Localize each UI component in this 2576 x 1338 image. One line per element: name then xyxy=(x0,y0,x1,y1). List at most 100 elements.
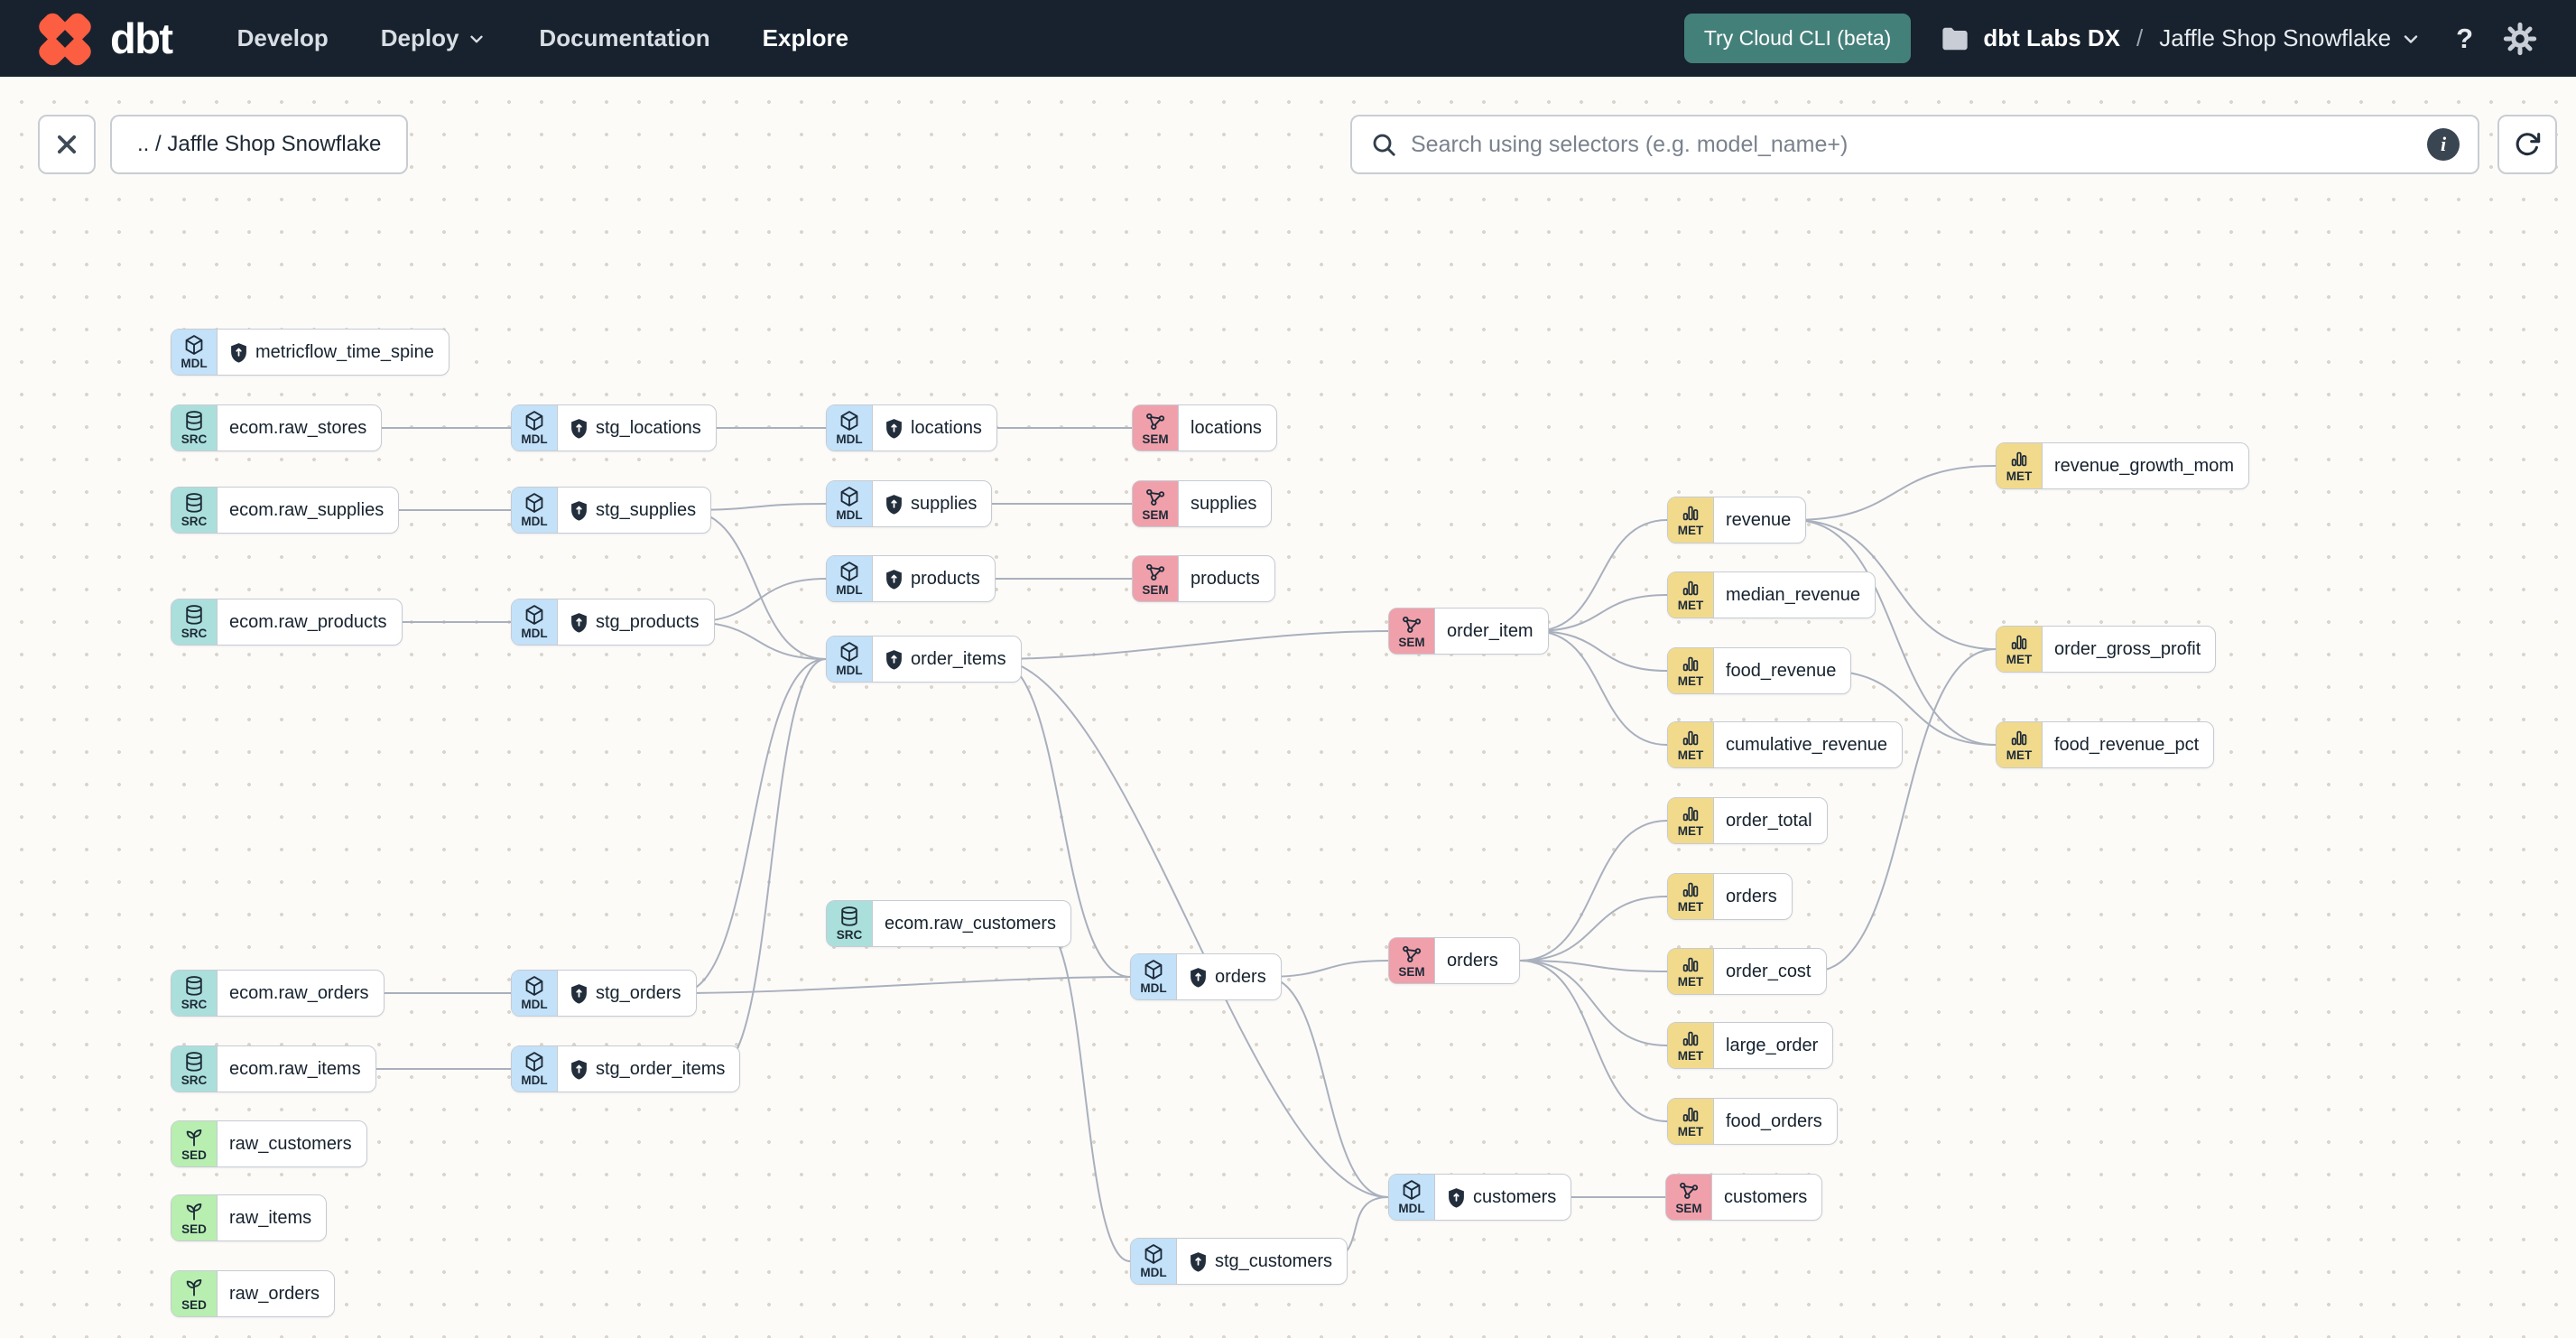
node-food_orders[interactable]: MET food_orders xyxy=(1667,1098,1838,1145)
model-icon: MDL xyxy=(1131,1239,1177,1284)
seed-icon: SED xyxy=(171,1195,218,1240)
lineage-canvas[interactable]: .. / Jaffle Shop Snowflake i MDLmetricfl… xyxy=(0,77,2576,1338)
metric-icon: MET xyxy=(1668,874,1714,919)
nav-documentation[interactable]: Documentation xyxy=(539,24,710,51)
node-order_items[interactable]: MDL order_items xyxy=(826,636,1022,683)
chevron-down-icon xyxy=(470,35,484,42)
node-label: stg_locations xyxy=(596,417,701,438)
refresh-button[interactable] xyxy=(2497,115,2557,174)
metric-icon: MET xyxy=(1668,572,1714,618)
edge-orders_sem-to-large_order xyxy=(1519,960,1668,1046)
edge-orders_sem-to-order_total xyxy=(1519,820,1668,962)
node-order_cost[interactable]: MET order_cost xyxy=(1667,948,1827,995)
shield-icon xyxy=(885,569,903,590)
node-label: order_cost xyxy=(1726,961,1812,981)
metric-icon: MET xyxy=(1668,1099,1714,1144)
node-order_item_sem[interactable]: SEM order_item xyxy=(1388,608,1549,655)
project-switcher[interactable]: Jaffle Shop Snowflake xyxy=(2159,24,2422,52)
shield-icon xyxy=(570,418,588,439)
edge-ecom_raw_customers-to-stg_customers xyxy=(1039,923,1131,1262)
nav-develop[interactable]: Develop xyxy=(236,24,329,51)
metric-icon: MET xyxy=(1997,627,2043,672)
shield-icon xyxy=(570,612,588,633)
metric-icon: MET xyxy=(1668,949,1714,994)
shield-icon xyxy=(570,500,588,521)
node-orders_met[interactable]: MET orders xyxy=(1667,873,1793,920)
node-label: order_item xyxy=(1447,620,1534,641)
nav-deploy[interactable]: Deploy xyxy=(381,24,487,52)
model-icon: MDL xyxy=(827,481,873,526)
shield-icon xyxy=(1447,1187,1466,1208)
source-icon: SRC xyxy=(171,488,218,533)
account-name[interactable]: dbt Labs DX xyxy=(1983,24,2121,51)
node-products_sem[interactable]: SEM products xyxy=(1132,555,1275,602)
gear-icon[interactable] xyxy=(2502,21,2538,57)
edge-order_items-to-customers_mdl xyxy=(993,658,1389,1198)
close-icon xyxy=(58,135,76,153)
semantic-model-icon: SEM xyxy=(1389,938,1435,983)
help-button[interactable]: ? xyxy=(2456,22,2473,54)
node-ecom_raw_supplies[interactable]: SRC ecom.raw_supplies xyxy=(171,487,400,534)
shield-icon xyxy=(885,494,903,515)
model-icon: MDL xyxy=(827,636,873,682)
logo-text: dbt xyxy=(110,14,173,62)
semantic-model-icon: SEM xyxy=(1133,556,1179,601)
node-label: ecom.raw_items xyxy=(229,1058,361,1079)
node-label: order_items xyxy=(911,648,1006,669)
edge-revenue-to-revenue_growth_mom xyxy=(1793,465,1997,521)
dbt-logo[interactable]: dbt xyxy=(35,9,173,69)
node-label: customers xyxy=(1473,1186,1557,1207)
close-lineage-button[interactable] xyxy=(38,115,96,174)
semantic-model-icon: SEM xyxy=(1389,609,1435,654)
nav-explore[interactable]: Explore xyxy=(762,24,849,51)
node-label: ecom.raw_supplies xyxy=(229,499,385,520)
search-input[interactable] xyxy=(1411,131,2414,158)
node-label: products xyxy=(1191,568,1260,589)
dbt-logo-icon xyxy=(35,9,95,69)
breadcrumb[interactable]: .. / Jaffle Shop Snowflake xyxy=(110,115,409,174)
metric-icon: MET xyxy=(1997,443,2043,488)
node-label: locations xyxy=(911,417,982,438)
node-label: food_orders xyxy=(1726,1110,1822,1131)
edge-order_cost-to-order_gross_profit xyxy=(1812,648,1997,972)
try-cloud-cli-button[interactable]: Try Cloud CLI (beta) xyxy=(1683,14,1912,63)
node-label: supplies xyxy=(1191,493,1257,514)
info-icon[interactable]: i xyxy=(2427,128,2460,161)
shield-icon xyxy=(229,342,248,363)
edge-orders_mdl-to-orders_sem xyxy=(1264,960,1389,978)
node-label: orders xyxy=(1726,886,1777,906)
